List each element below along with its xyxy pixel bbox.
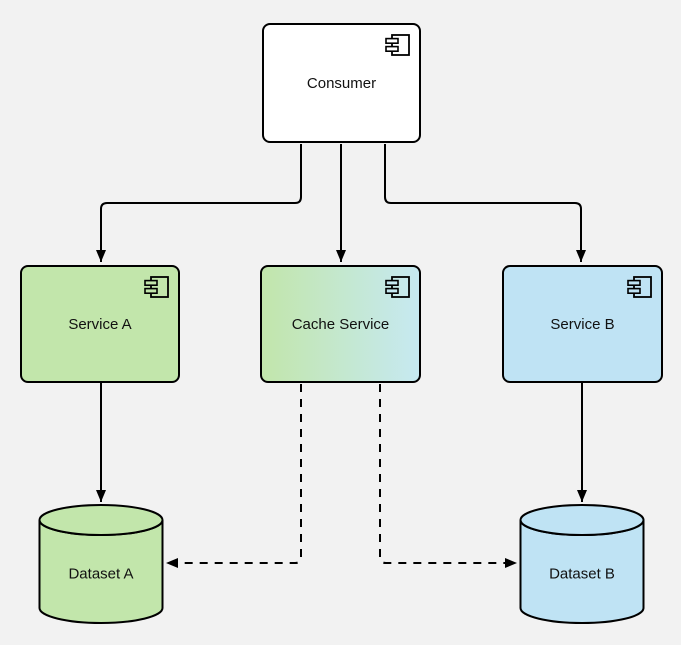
component-icon bbox=[144, 276, 169, 298]
node-label-dataset-a: Dataset A bbox=[68, 565, 134, 583]
node-service-a[interactable]: Service A bbox=[20, 265, 180, 383]
node-label: Service A bbox=[68, 315, 132, 333]
node-label: Service B bbox=[550, 315, 615, 333]
node-cache-service[interactable]: Cache Service bbox=[260, 265, 421, 383]
node-service-b[interactable]: Service B bbox=[502, 265, 663, 383]
edge-cache-service-dataset-a[interactable] bbox=[166, 384, 302, 568]
component-icon bbox=[385, 34, 410, 56]
component-icon bbox=[385, 276, 410, 298]
edge-cache-service-dataset-b[interactable] bbox=[379, 384, 517, 568]
edge-consumer-service-b[interactable] bbox=[384, 144, 586, 262]
node-label: Consumer bbox=[306, 74, 377, 92]
node-dataset-b[interactable] bbox=[519, 504, 645, 624]
node-label: Cache Service bbox=[291, 315, 390, 333]
node-consumer[interactable]: Consumer bbox=[262, 23, 421, 143]
node-dataset-a[interactable] bbox=[38, 504, 164, 624]
component-icon bbox=[627, 276, 652, 298]
node-label-dataset-b: Dataset B bbox=[549, 565, 615, 583]
edge-consumer-service-a[interactable] bbox=[96, 144, 302, 262]
